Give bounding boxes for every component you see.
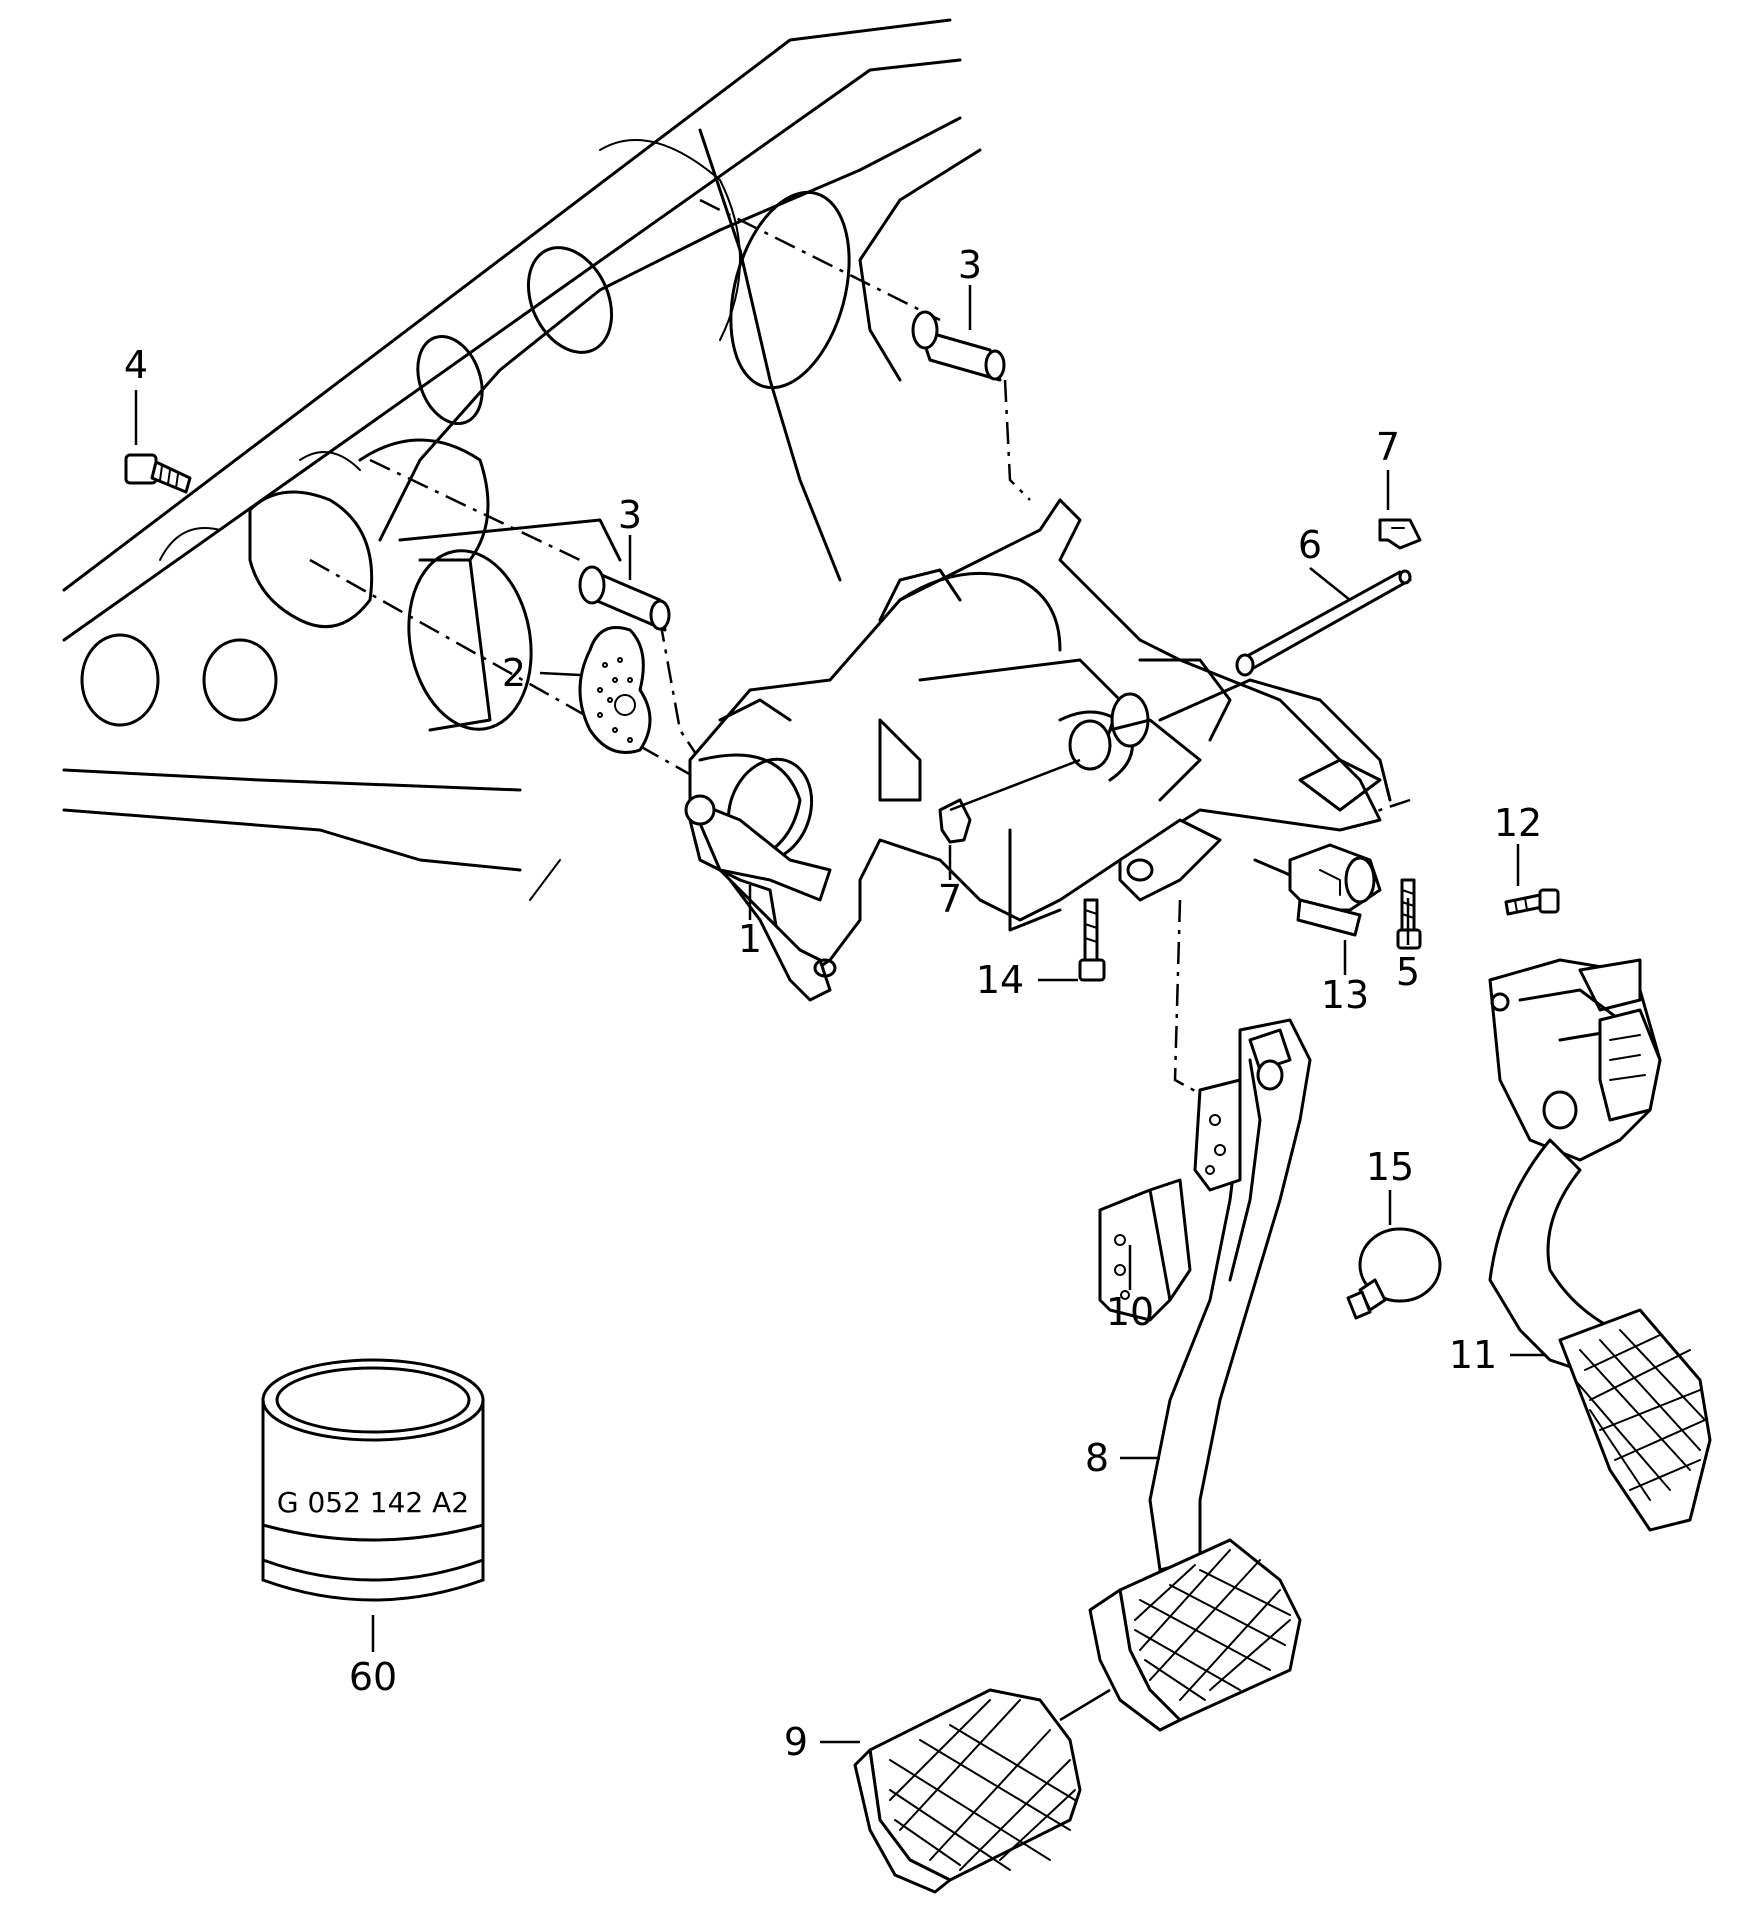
clip-assembly-line [949,758,1081,812]
part-2-damper-pad [578,626,652,754]
leader-lines [134,285,1545,1744]
callout-3-upper: 3 [958,243,982,287]
part-8-brake-pedal-arm [1148,1018,1312,1572]
body-crossmember [62,18,982,901]
part-1-pedal-bracket [684,498,1392,1002]
callout-4: 4 [124,343,148,387]
sleeve-part-marking: G 052 142 A2 [277,1486,469,1519]
part-6-pivot-shaft [1235,569,1412,677]
callout-3-lower: 3 [618,493,642,537]
callout-7-lower: 7 [938,877,962,921]
pedal-pad-texture [889,1699,1076,1871]
part-7-clip-lower [938,798,972,844]
callout-5: 5 [1396,950,1420,994]
pad-assembly-line [1059,1688,1111,1722]
part-14-bolt [1078,898,1106,982]
part-3-upper-bush [911,310,1006,382]
part-3-lower-bush [578,565,671,632]
callout-60: 60 [349,1655,397,1699]
callout-2: 2 [502,651,526,695]
callout-7-upper: 7 [1376,425,1400,469]
callout-15: 15 [1366,1145,1414,1189]
part-4-bolt [124,453,192,494]
part-15-stop [1346,1227,1442,1320]
callout-14: 14 [976,958,1024,1002]
brake-pad-texture [1134,1549,1291,1701]
callout-1: 1 [738,917,762,961]
callout-labels: 4 3 3 2 7 6 7 1 12 14 13 5 15 10 11 8 9 … [124,243,1542,1764]
callout-13: 13 [1321,973,1369,1017]
part-9-pedal-pad [853,1688,1082,1894]
part-10-bracket [1098,1178,1192,1322]
accelerator-pad-texture [1574,1329,1706,1501]
part-12-bolt [1504,888,1560,916]
part-13-switch [1253,843,1382,937]
part-60-sleeve: G 052 142 A2 [261,1358,485,1602]
callout-9: 9 [784,1720,808,1764]
callout-12: 12 [1494,801,1542,845]
callout-10: 10 [1106,1290,1154,1334]
part-11-accelerator-pedal [1488,958,1712,1532]
brake-pedal-pad [1088,1538,1302,1732]
callout-6: 6 [1298,523,1322,567]
callout-11: 11 [1449,1333,1497,1377]
part-7-clip-upper [1378,518,1422,550]
callout-8: 8 [1085,1436,1109,1480]
